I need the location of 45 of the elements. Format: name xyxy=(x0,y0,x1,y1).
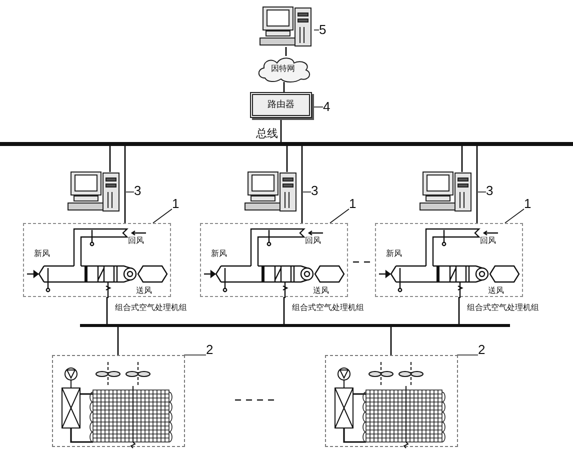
air-label: 送风 xyxy=(488,286,504,296)
air-label: 新风 xyxy=(34,249,50,259)
callout-number: 3 xyxy=(311,184,321,198)
callout-number: 2 xyxy=(206,343,216,357)
callout-number: 4 xyxy=(323,100,333,114)
connector-line xyxy=(476,146,478,223)
leader-line xyxy=(456,354,478,356)
connector-line xyxy=(117,327,119,355)
callout-number: 2 xyxy=(478,343,488,357)
leader-line xyxy=(330,208,350,224)
leader-line xyxy=(504,208,524,224)
bus-label: 总线 xyxy=(256,127,278,140)
connector-line xyxy=(280,118,282,142)
cloud-label: 因特网 xyxy=(271,64,295,74)
callout-number: 3 xyxy=(486,184,496,198)
connector-line xyxy=(283,297,285,324)
router-box: 路由器 xyxy=(250,92,312,118)
connector-line xyxy=(390,327,392,355)
connector-line xyxy=(286,146,288,172)
connector-line xyxy=(458,297,460,324)
connector-line xyxy=(109,146,111,172)
air-label: 新风 xyxy=(211,249,227,259)
unit-caption: 组合式空气处理机组 xyxy=(292,303,364,313)
air-label: 送风 xyxy=(136,286,152,296)
callout-number: 1 xyxy=(349,197,359,211)
connector-line xyxy=(461,146,463,172)
callout-number: 5 xyxy=(319,23,329,37)
connector-line xyxy=(106,297,108,324)
air-label: 新风 xyxy=(386,249,402,259)
connector-line xyxy=(124,146,126,223)
callout-number: 1 xyxy=(524,197,534,211)
air-label: 回风 xyxy=(480,236,496,246)
connector-line xyxy=(283,82,285,92)
leader-line xyxy=(152,208,172,224)
air-label: 回风 xyxy=(128,236,144,246)
air-label: 送风 xyxy=(313,286,329,296)
connector-line xyxy=(301,146,303,223)
air-label: 回风 xyxy=(305,236,321,246)
connector-line xyxy=(285,47,287,56)
callout-number: 1 xyxy=(172,197,182,211)
callout-number: 3 xyxy=(134,184,144,198)
unit-caption: 组合式空气处理机组 xyxy=(115,303,187,313)
bus-line xyxy=(80,324,510,327)
unit-caption: 组合式空气处理机组 xyxy=(467,303,539,313)
leader-line xyxy=(184,354,206,356)
